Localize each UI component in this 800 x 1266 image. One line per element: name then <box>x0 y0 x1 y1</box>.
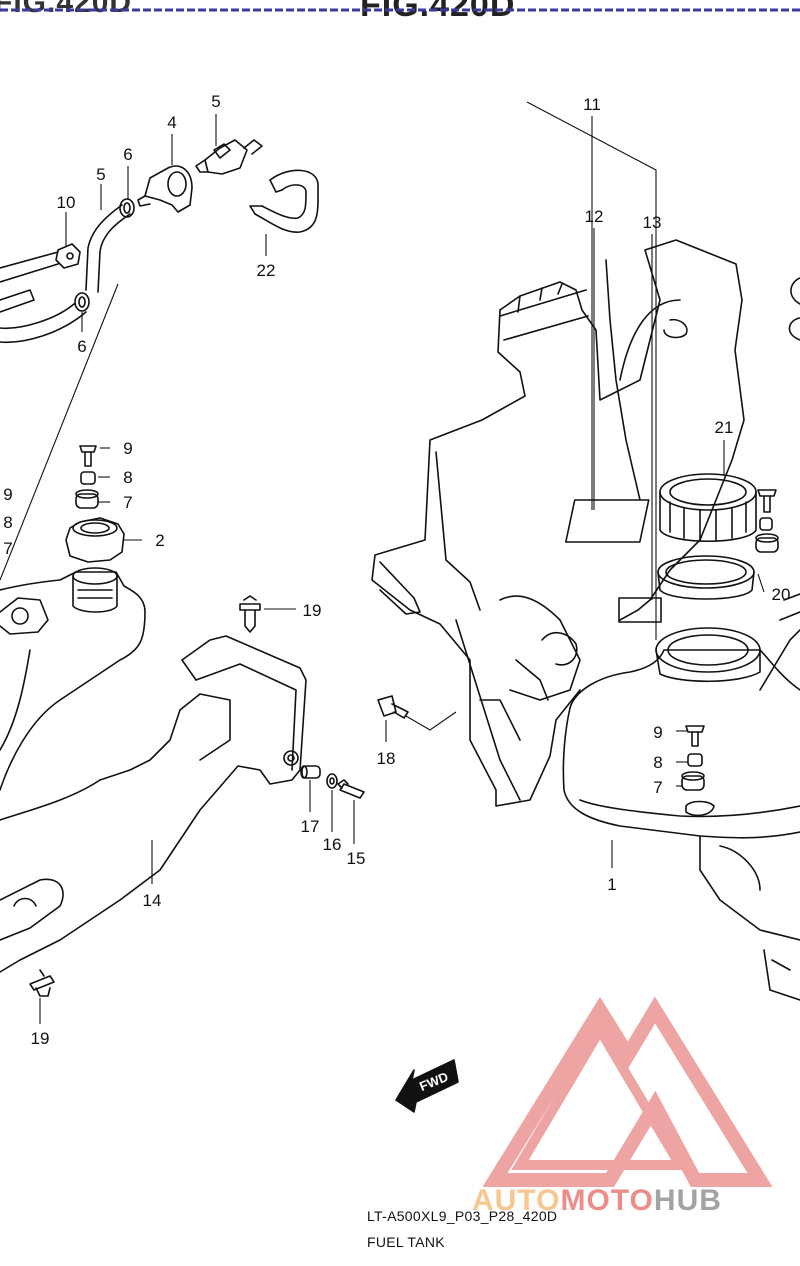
grommet-7-right <box>681 771 705 791</box>
hose-5 <box>85 204 131 293</box>
diagram-code: LT-A500XL9_P03_P28_420D <box>367 1208 558 1224</box>
cap-2 <box>65 517 125 563</box>
screw-15 <box>337 779 365 799</box>
collar-8-far-right <box>759 517 773 531</box>
callout-7-left: 7 <box>123 493 132 512</box>
watermark-moto: MOTO <box>560 1184 654 1217</box>
callout-7-right: 7 <box>653 778 662 797</box>
callout-6-upper: 6 <box>123 145 132 164</box>
bolt-9-right <box>685 725 705 747</box>
bolt-9-left <box>79 445 97 467</box>
collar-8-right <box>687 753 703 767</box>
figure-title-left-cut: FIG.420D <box>0 0 133 19</box>
callout-7-edge: 7 <box>3 539 12 558</box>
fuel-tank-1 <box>562 593 800 1001</box>
callout-20: 20 <box>772 585 791 604</box>
retainer-21 <box>659 473 757 542</box>
breather-hoses <box>0 251 87 344</box>
left-tank <box>0 567 146 791</box>
figure-title: FIG.420D <box>360 0 516 24</box>
holder-4 <box>137 165 193 213</box>
callout-10: 10 <box>57 193 76 212</box>
grommet-7-left <box>75 489 99 509</box>
clip-10 <box>55 243 81 269</box>
callout-18: 18 <box>377 749 396 768</box>
callout-5: 5 <box>96 165 105 184</box>
callout-9-right: 9 <box>653 723 662 742</box>
clamp-6-upper <box>119 198 135 218</box>
callout-11: 11 <box>583 95 601 114</box>
clamp-6-lower <box>74 292 90 312</box>
tank-cover-11 <box>371 239 745 807</box>
pin-19-upper <box>239 595 261 633</box>
grommet-7-far-right <box>755 533 779 553</box>
diagram-section-name: FUEL TANK <box>367 1234 445 1250</box>
callout-9-left: 9 <box>123 439 132 458</box>
watermark-hub: HUB <box>653 1184 722 1217</box>
callout-13: 13 <box>643 213 662 232</box>
watermark-text: AUTOMOTOHUB <box>472 1184 722 1218</box>
callout-17: 17 <box>301 817 320 836</box>
gasket-20 <box>657 555 755 600</box>
right-edge-part <box>788 277 800 341</box>
bolt-18 <box>377 695 409 719</box>
watermark-logo <box>482 996 773 1187</box>
callout-labels: 5 4 6 5 10 6 22 11 12 13 21 20 9 8 7 2 9… <box>3 92 790 1048</box>
hose-22 <box>249 169 319 233</box>
callout-1: 1 <box>607 875 616 894</box>
callout-15: 15 <box>347 849 366 868</box>
spacer-17 <box>300 765 321 779</box>
callout-3: 5 <box>211 92 220 111</box>
callout-4: 4 <box>167 113 176 132</box>
bolt-9-far-right <box>757 489 777 513</box>
callout-8-edge: 8 <box>3 513 12 532</box>
washer-16 <box>326 773 338 789</box>
callout-8-right: 8 <box>653 753 662 772</box>
callout-12: 12 <box>585 207 604 226</box>
leader-lines <box>0 101 765 1024</box>
watermark-auto: AUTO <box>472 1184 561 1217</box>
callout-14: 14 <box>143 891 162 910</box>
valve-3 <box>195 139 263 175</box>
callout-6-lower: 6 <box>77 337 86 356</box>
callout-21: 21 <box>715 418 734 437</box>
callout-16: 16 <box>323 835 342 854</box>
callout-2: 2 <box>155 531 164 550</box>
callout-22: 22 <box>257 261 276 280</box>
callout-19-upper: 19 <box>303 601 322 620</box>
callout-19-lower: 19 <box>31 1029 50 1048</box>
collar-8-left <box>80 471 96 485</box>
bracket-14 <box>0 635 307 973</box>
fwd-arrow-icon <box>395 1059 459 1113</box>
callout-9-edge: 9 <box>3 485 12 504</box>
callout-8-left: 8 <box>123 468 132 487</box>
pin-19-lower <box>29 969 55 997</box>
